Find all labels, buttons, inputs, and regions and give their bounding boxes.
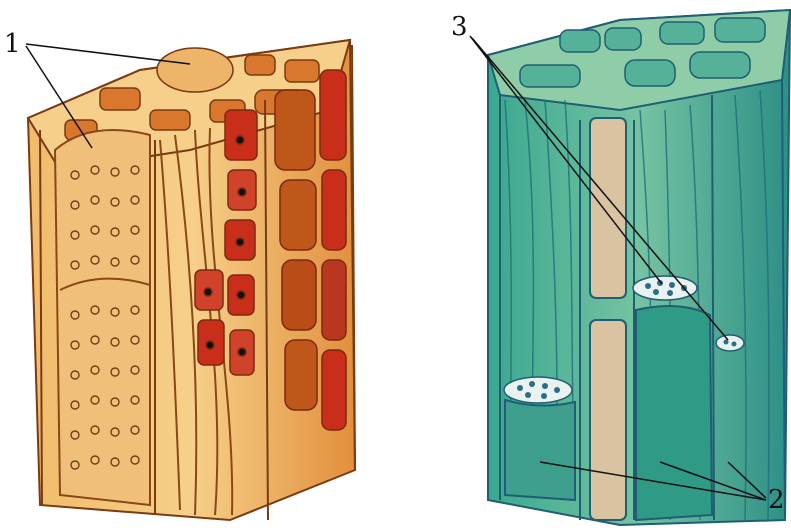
- sieve-plate-left: [504, 377, 572, 403]
- sieve-tube-upper: [590, 118, 626, 298]
- sieve-plate-middle: [633, 276, 697, 300]
- xylem-block: [28, 40, 355, 520]
- label-2: 2: [768, 485, 785, 515]
- xylem-vessel-left: [55, 130, 150, 505]
- phloem-lower-opening-right: [636, 306, 712, 520]
- sieve-tube-lower: [590, 320, 626, 520]
- label-1-leader-a: [26, 44, 190, 64]
- phloem-block: [488, 10, 790, 525]
- phloem-lower-opening-left: [505, 400, 575, 500]
- label-1: 1: [4, 29, 21, 59]
- sieve-plate-right: [716, 335, 744, 351]
- label-3: 3: [451, 12, 468, 42]
